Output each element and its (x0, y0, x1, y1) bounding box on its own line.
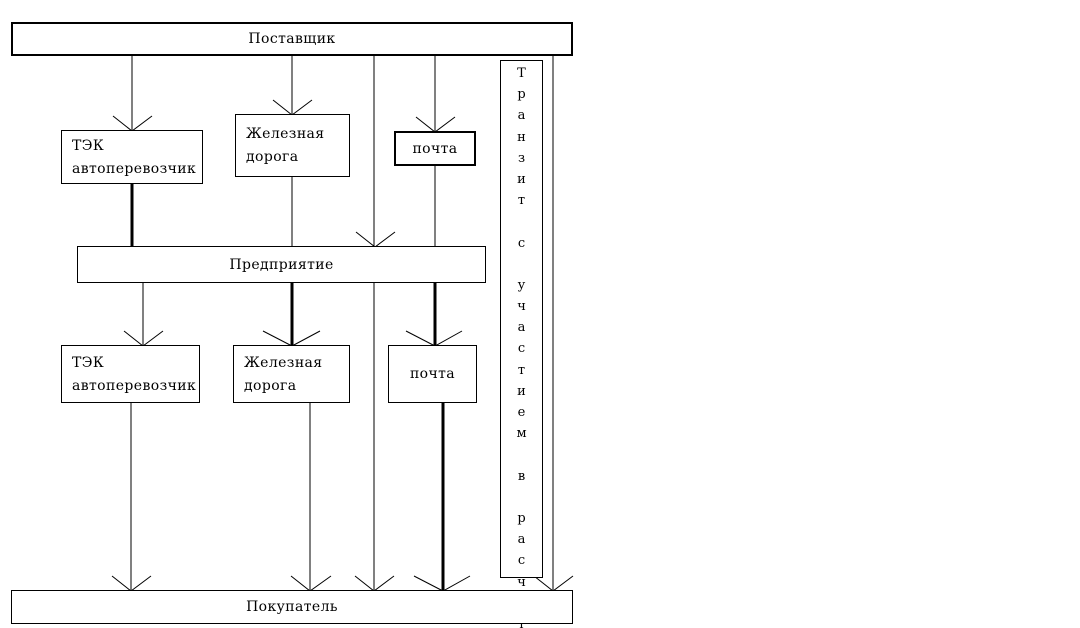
arrowhead-enterprise-direct (355, 231, 396, 248)
transit-label-char-8: с (517, 235, 526, 251)
transit-label-char-20 (519, 491, 523, 503)
transit-label-char-2: а (517, 108, 526, 124)
transit-label-char-22: а (517, 532, 526, 548)
node-tek-top-label-line1: ТЭК (72, 137, 105, 154)
arrowhead-rail-top (272, 99, 313, 116)
transit-label-char-21: р (517, 510, 526, 526)
node-post-bottom-label: почта (409, 366, 456, 382)
transit-label-char-17: м (516, 426, 527, 442)
arrowhead-buyer-from-post (413, 575, 471, 592)
transit-label-char-13: с (517, 341, 526, 357)
node-tek-top[interactable]: ТЭК автоперевозчик (61, 130, 203, 184)
arrowhead-rail-bottom (262, 330, 321, 347)
transit-label-char-4: з (517, 150, 526, 166)
node-post-top[interactable]: почта (394, 131, 476, 166)
transit-label-char-18 (519, 448, 523, 460)
node-post-bottom[interactable]: почта (388, 345, 477, 403)
arrowhead-buyer-from-rail (290, 575, 332, 592)
arrowhead-post-top (415, 116, 456, 133)
node-tek-bottom[interactable]: ТЭК автоперевозчик (61, 345, 200, 403)
node-buyer[interactable]: Покупатель (11, 590, 573, 624)
node-supplier[interactable]: Поставщик (11, 22, 573, 56)
node-railway-top[interactable]: Железная дорога (235, 114, 350, 177)
transit-label-char-5: и (517, 171, 526, 187)
node-railway-bottom-label-line2: дорога (244, 377, 297, 394)
node-tek-top-label-line2: автоперевозчик (72, 160, 197, 177)
arrowhead-tek-top (112, 115, 153, 132)
node-railway-top-label-line2: дорога (246, 149, 299, 165)
transit-label-char-19: в (517, 468, 526, 484)
arrowhead-buyer-direct (354, 575, 395, 592)
transit-label-char-1: р (517, 87, 526, 103)
transit-label-char-12: а (517, 320, 526, 336)
transit-label-char-14: т (517, 362, 526, 378)
node-tek-bottom-label-line2: автоперевозчик (72, 377, 197, 394)
arrowhead-tek-bottom (123, 330, 164, 347)
transit-label-char-16: е (517, 405, 526, 420)
node-buyer-label: Покупатель (246, 599, 338, 615)
node-enterprise[interactable]: Предприятие (77, 246, 486, 283)
transit-label-char-10: у (517, 277, 526, 293)
transit-label-char-9 (519, 258, 523, 270)
node-tek-bottom-label-line1: ТЭК (72, 354, 105, 371)
arrowhead-buyer-from-transit (533, 575, 574, 592)
node-enterprise-label: Предприятие (229, 256, 334, 273)
transit-label-char-24: ч (517, 574, 526, 590)
node-post-top-label: почта (412, 140, 458, 157)
transit-label-char-23: с (517, 553, 526, 569)
node-railway-top-label-line1: Железная (246, 126, 325, 142)
transit-label-char-0: Т (517, 66, 526, 81)
arrowhead-buyer-from-tek (111, 575, 152, 592)
transit-label-char-11: ч (517, 299, 526, 315)
transit-label-char-6: т (517, 193, 526, 209)
node-railway-bottom[interactable]: Железная дорога (233, 345, 350, 403)
node-supplier-label: Поставщик (248, 31, 336, 47)
node-railway-bottom-label-line1: Железная (244, 354, 323, 371)
transit-label-char-3: н (517, 129, 526, 145)
transit-label-char-15: и (517, 383, 526, 399)
transit-label-char-7 (519, 215, 523, 227)
arrowhead-post-bottom (405, 330, 463, 347)
